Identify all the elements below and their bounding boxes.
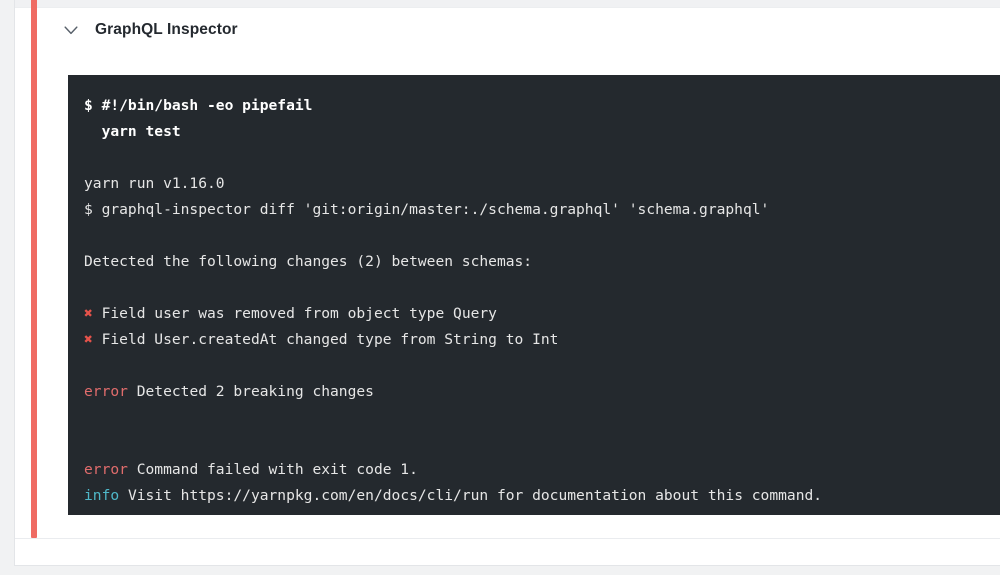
- terminal-line: [84, 275, 1000, 301]
- terminal-text: Detected 2 breaking changes: [127, 383, 374, 400]
- terminal-line: $ graphql-inspector diff 'git:origin/mas…: [84, 197, 1000, 223]
- terminal-line: error Detected 2 breaking changes: [84, 379, 1000, 405]
- terminal-token-cross: ✖: [84, 331, 93, 348]
- terminal-line: [84, 353, 1000, 379]
- terminal-token-info: info: [84, 487, 120, 504]
- chevron-down-icon[interactable]: [61, 20, 81, 40]
- terminal-line: ✖ Field User.createdAt changed type from…: [84, 327, 1000, 353]
- terminal-text: $ graphql-inspector diff 'git:origin/mas…: [84, 201, 770, 218]
- terminal-line: yarn test: [84, 119, 1000, 145]
- terminal-text: Visit https://yarnpkg.com/en/docs/cli/ru…: [119, 487, 823, 504]
- terminal-text: [84, 409, 93, 426]
- terminal-text: [84, 149, 93, 166]
- step-header-toggle[interactable]: GraphQL Inspector: [61, 11, 238, 49]
- step-status-rail: [31, 0, 37, 538]
- check-run-card: GraphQL Inspector $ #!/bin/bash -eo pipe…: [14, 0, 1000, 566]
- terminal-text: [84, 227, 93, 244]
- terminal-text: yarn test: [84, 123, 181, 140]
- terminal-line: info Visit https://yarnpkg.com/en/docs/c…: [84, 483, 1000, 509]
- terminal-text: [84, 279, 93, 296]
- terminal-text: Field User.createdAt changed type from S…: [92, 331, 559, 348]
- terminal-text: yarn run v1.16.0: [84, 175, 225, 192]
- terminal-line: yarn run v1.16.0: [84, 171, 1000, 197]
- terminal-token-cross: ✖: [84, 305, 93, 322]
- card-top-band: [15, 0, 1000, 8]
- terminal-text: Command failed with exit code 1.: [127, 461, 418, 478]
- step-divider: [15, 538, 1000, 539]
- terminal-text: Detected the following changes (2) betwe…: [84, 253, 533, 270]
- terminal-text: $ #!/bin/bash -eo pipefail: [84, 97, 313, 114]
- step-title: GraphQL Inspector: [95, 21, 238, 38]
- terminal-line: ✖ Field user was removed from object typ…: [84, 301, 1000, 327]
- terminal-line: Exited with code 1: [84, 509, 1000, 515]
- terminal-text: Exited with code 1: [84, 513, 242, 515]
- terminal-text: [84, 357, 93, 374]
- card-footer: [15, 539, 1000, 565]
- terminal-line: [84, 145, 1000, 171]
- terminal-line: error Command failed with exit code 1.: [84, 457, 1000, 483]
- terminal-log-output[interactable]: $ #!/bin/bash -eo pipefail yarn test yar…: [68, 75, 1000, 515]
- terminal-token-error: error: [84, 383, 128, 400]
- terminal-line: Detected the following changes (2) betwe…: [84, 249, 1000, 275]
- terminal-line: [84, 405, 1000, 431]
- terminal-text: Field user was removed from object type …: [92, 305, 497, 322]
- terminal-line: [84, 431, 1000, 457]
- terminal-line: [84, 223, 1000, 249]
- terminal-text: [84, 435, 93, 452]
- terminal-token-error: error: [84, 461, 128, 478]
- terminal-line: $ #!/bin/bash -eo pipefail: [84, 93, 1000, 119]
